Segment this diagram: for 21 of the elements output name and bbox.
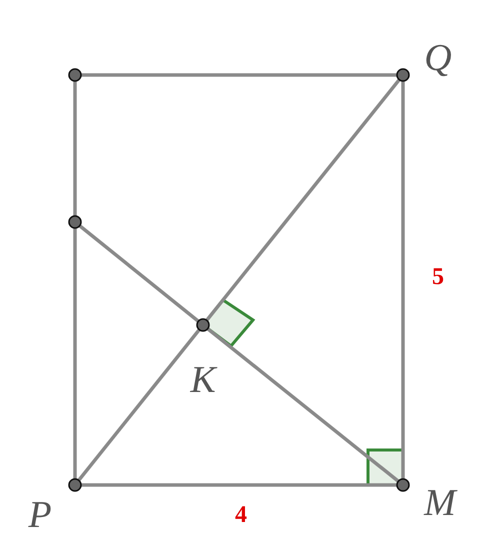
line-segment [78,224,200,323]
point [68,478,82,492]
line-segment [206,327,400,483]
line-segment [81,483,397,487]
point-label: Q [424,39,452,77]
line-segment [81,73,397,77]
point-label: P [28,496,52,534]
line-segment [401,81,405,479]
point [68,68,82,82]
point-label: M [424,484,456,522]
point [396,68,410,82]
line-segment [73,228,77,479]
length-label: 5 [432,265,444,289]
length-label: 4 [235,503,247,527]
point [68,215,82,229]
line-segment [73,81,77,216]
point [196,318,210,332]
point-label: K [190,361,216,399]
line-segment [77,328,201,482]
point [396,478,410,492]
line-segment [205,78,401,322]
